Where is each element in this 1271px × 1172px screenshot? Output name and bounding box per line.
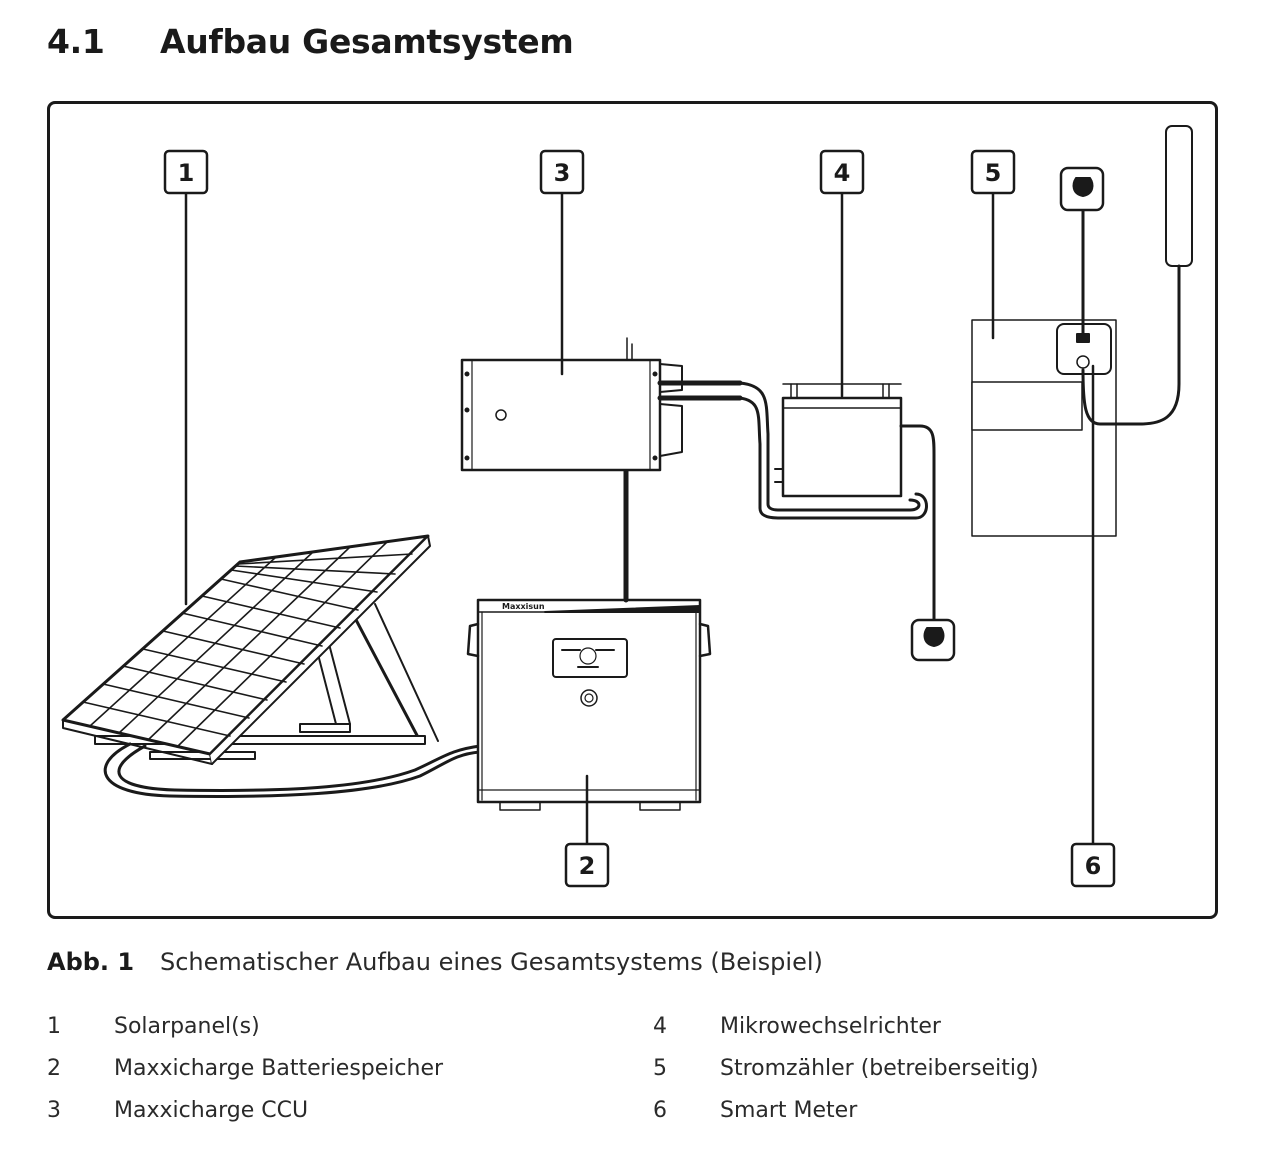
legend-number: 2 bbox=[47, 1056, 61, 1081]
callout-3-label: 3 bbox=[554, 159, 571, 187]
caption-label: Abb. 1 bbox=[47, 948, 135, 976]
legend-text: Stromzähler (betreiberseitig) bbox=[720, 1056, 1039, 1081]
callout-4-label: 4 bbox=[834, 159, 851, 187]
callout-5-label: 5 bbox=[985, 159, 1002, 187]
legend-item: 1 Solarpanel(s) bbox=[47, 1012, 443, 1054]
figure-caption: Abb. 1 Schematischer Aufbau eines Gesamts… bbox=[47, 948, 823, 976]
callout-2-label: 2 bbox=[579, 852, 596, 880]
section-title: Aufbau Gesamtsystem bbox=[160, 22, 574, 61]
section-number: 4.1 bbox=[47, 22, 105, 61]
legend-text: Maxxicharge CCU bbox=[114, 1098, 309, 1123]
legend-number: 3 bbox=[47, 1098, 61, 1123]
legend-text: Smart Meter bbox=[720, 1098, 858, 1123]
callout-5: 5 bbox=[970, 149, 1016, 195]
legend-item: 5 Stromzähler (betreiberseitig) bbox=[653, 1054, 1039, 1096]
callout-1: 1 bbox=[163, 149, 209, 195]
callout-1-label: 1 bbox=[178, 159, 195, 187]
caption-text: Schematischer Aufbau eines Gesamtsystems… bbox=[160, 948, 823, 976]
solar-panel-illustration bbox=[61, 534, 482, 798]
battery-illustration bbox=[466, 467, 712, 811]
antenna-illustration bbox=[1081, 125, 1193, 426]
callout-3: 3 bbox=[539, 149, 585, 195]
legend-right: 4 Mikrowechselrichter 5 Stromzähler (betre… bbox=[653, 1012, 1039, 1138]
legend-item: 6 Smart Meter bbox=[653, 1096, 1039, 1138]
ccu-illustration bbox=[460, 337, 928, 520]
callout-4: 4 bbox=[819, 149, 865, 195]
legend-item: 3 Maxxicharge CCU bbox=[47, 1096, 443, 1138]
legend-number: 1 bbox=[47, 1014, 61, 1039]
legend-text: Mikrowechselrichter bbox=[720, 1014, 941, 1039]
socket-meter-illustration bbox=[1059, 166, 1105, 212]
socket-inverter-illustration bbox=[910, 618, 956, 662]
legend-item: 2 Maxxicharge Batteriespeicher bbox=[47, 1054, 443, 1096]
inverter-illustration bbox=[774, 383, 936, 626]
legend-number: 4 bbox=[653, 1014, 667, 1039]
legend-number: 5 bbox=[653, 1056, 667, 1081]
legend-text: Maxxicharge Batteriespeicher bbox=[114, 1056, 444, 1081]
legend-number: 6 bbox=[653, 1098, 667, 1123]
callout-6: 6 bbox=[1070, 842, 1116, 888]
legend-item: 4 Mikrowechselrichter bbox=[653, 1012, 1039, 1054]
callout-6-label: 6 bbox=[1085, 852, 1102, 880]
callout-2: 2 bbox=[564, 842, 610, 888]
legend-text: Solarpanel(s) bbox=[114, 1014, 260, 1039]
section-heading: 4.1 Aufbau Gesamtsystem bbox=[47, 22, 574, 61]
battery-brand: Maxxisun bbox=[502, 602, 545, 611]
system-figure: Maxxisun 1 3 4 5 2 6 bbox=[47, 101, 1218, 919]
system-diagram: Maxxisun 1 3 4 5 2 6 bbox=[61, 125, 1193, 888]
legend-left: 1 Solarpanel(s) 2 Maxxicharge Batteriespei… bbox=[47, 1012, 443, 1138]
